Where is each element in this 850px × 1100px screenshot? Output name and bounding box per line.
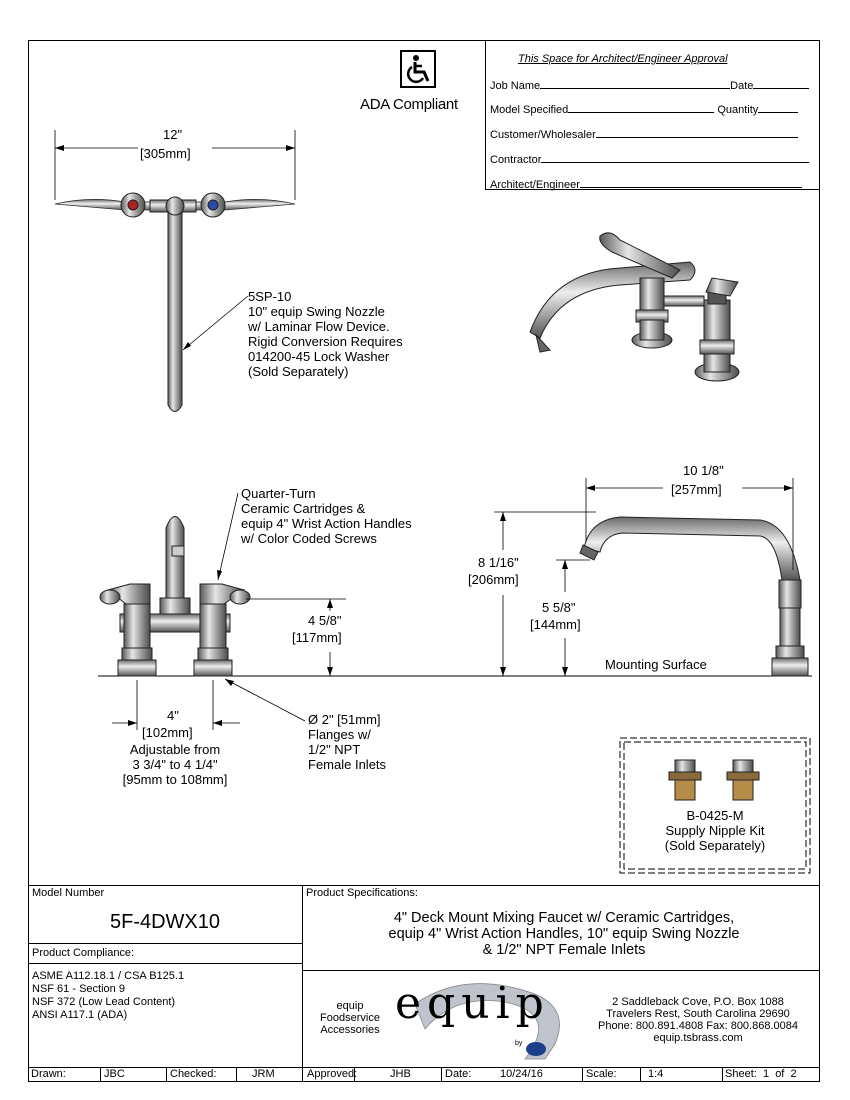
spout-in-label: 5 5/8" — [542, 600, 576, 615]
nozzle-callout: 5SP-10 10" equip Swing Nozzle w/ Laminar… — [248, 289, 403, 379]
quantity-label: Quantity — [717, 104, 759, 116]
height-mm-label: [117mm] — [292, 630, 342, 645]
approved-label: Approved: — [307, 1068, 358, 1080]
approval-heading: This Space for Architect/Engineer Approv… — [518, 53, 728, 65]
equip-logo-text: equip — [395, 978, 550, 1029]
supply-nipple-1 — [668, 759, 702, 801]
date-label: Date — [730, 80, 754, 92]
approved-value: JHB — [390, 1068, 411, 1080]
centers-in-label: 4" — [167, 708, 179, 723]
accessory-box — [619, 737, 811, 874]
spout-mm-label: [144mm] — [530, 617, 581, 632]
overall-in-label: 8 1/16" — [478, 555, 519, 570]
ada-compliant-label: ADA Compliant — [360, 96, 458, 113]
model-number: 5F-4DWX10 — [109, 911, 221, 933]
front-view — [98, 492, 812, 730]
title-block-divider — [28, 885, 820, 886]
checked-label: Checked: — [170, 1068, 217, 1080]
wheelchair-icon — [400, 50, 436, 88]
top-view — [54, 130, 296, 412]
drawn-label: Drawn: — [31, 1068, 66, 1080]
centers-mm-label: [102mm] — [142, 725, 193, 740]
scale-label: Scale: — [586, 1068, 617, 1080]
width-in-label: 12" — [163, 127, 183, 142]
job-name-label: Job Name — [490, 80, 541, 92]
company-address: 2 Saddleback Cove, P.O. Box 1088 Travele… — [597, 996, 798, 1044]
architect-label: Architect/Engineer — [490, 179, 580, 191]
compliance-list: ASME A112.18.1 / CSA B125.1 NSF 61 - Sec… — [32, 970, 185, 1021]
contractor-label: Contractor — [490, 154, 542, 166]
equip-logo: equip by — [395, 974, 580, 1064]
drawing-frame — [28, 40, 820, 1082]
checked-value: JRM — [252, 1068, 275, 1080]
supply-nipple-2 — [726, 759, 760, 801]
height-in-label: 4 5/8" — [308, 613, 342, 628]
compliance-label: Product Compliance: — [32, 947, 135, 959]
product-spec: 4" Deck Mount Mixing Faucet w/ Ceramic C… — [388, 910, 740, 958]
scale-value: 1:4 — [648, 1068, 664, 1080]
product-spec-label: Product Specifications: — [306, 887, 418, 899]
sheet-total: 2 — [790, 1068, 797, 1080]
sheet-label: Sheet: 1 of 2 — [725, 1068, 797, 1080]
overall-mm-label: [206mm] — [468, 572, 519, 587]
date-label: Date: — [445, 1068, 472, 1080]
side-view — [494, 478, 809, 677]
ts-logo-icon — [526, 1042, 546, 1056]
model-number-label: Model Number — [32, 887, 105, 899]
mounting-surface-label: Mounting Surface — [605, 657, 707, 672]
customer-label: Customer/Wholesaler — [490, 129, 596, 141]
brand-tagline: equip Foodservice Accessories — [320, 1000, 380, 1036]
flange-callout: Ø 2" [51mm] Flanges w/ 1/2" NPT Female I… — [308, 712, 387, 772]
model-specified-label: Model Specified — [490, 104, 569, 116]
reach-mm-label: [257mm] — [671, 482, 722, 497]
drawn-value: JBC — [104, 1068, 125, 1080]
sheet-number: 1 — [762, 1068, 770, 1080]
cartridge-callout: Quarter-Turn Ceramic Cartridges & equip … — [241, 486, 412, 546]
reach-in-label: 10 1/8" — [683, 463, 724, 478]
width-mm-label: [305mm] — [140, 146, 191, 161]
brand-by: by — [515, 1040, 523, 1047]
approval-box: This Space for Architect/Engineer Approv… — [485, 40, 820, 191]
iso-view — [529, 232, 740, 382]
accessory-label: B-0425-M Supply Nipple Kit (Sold Separat… — [664, 808, 766, 853]
date-value: 10/24/16 — [500, 1068, 543, 1080]
adjustable-note: Adjustable from 3 3/4" to 4 1/4" [95mm t… — [122, 742, 228, 787]
